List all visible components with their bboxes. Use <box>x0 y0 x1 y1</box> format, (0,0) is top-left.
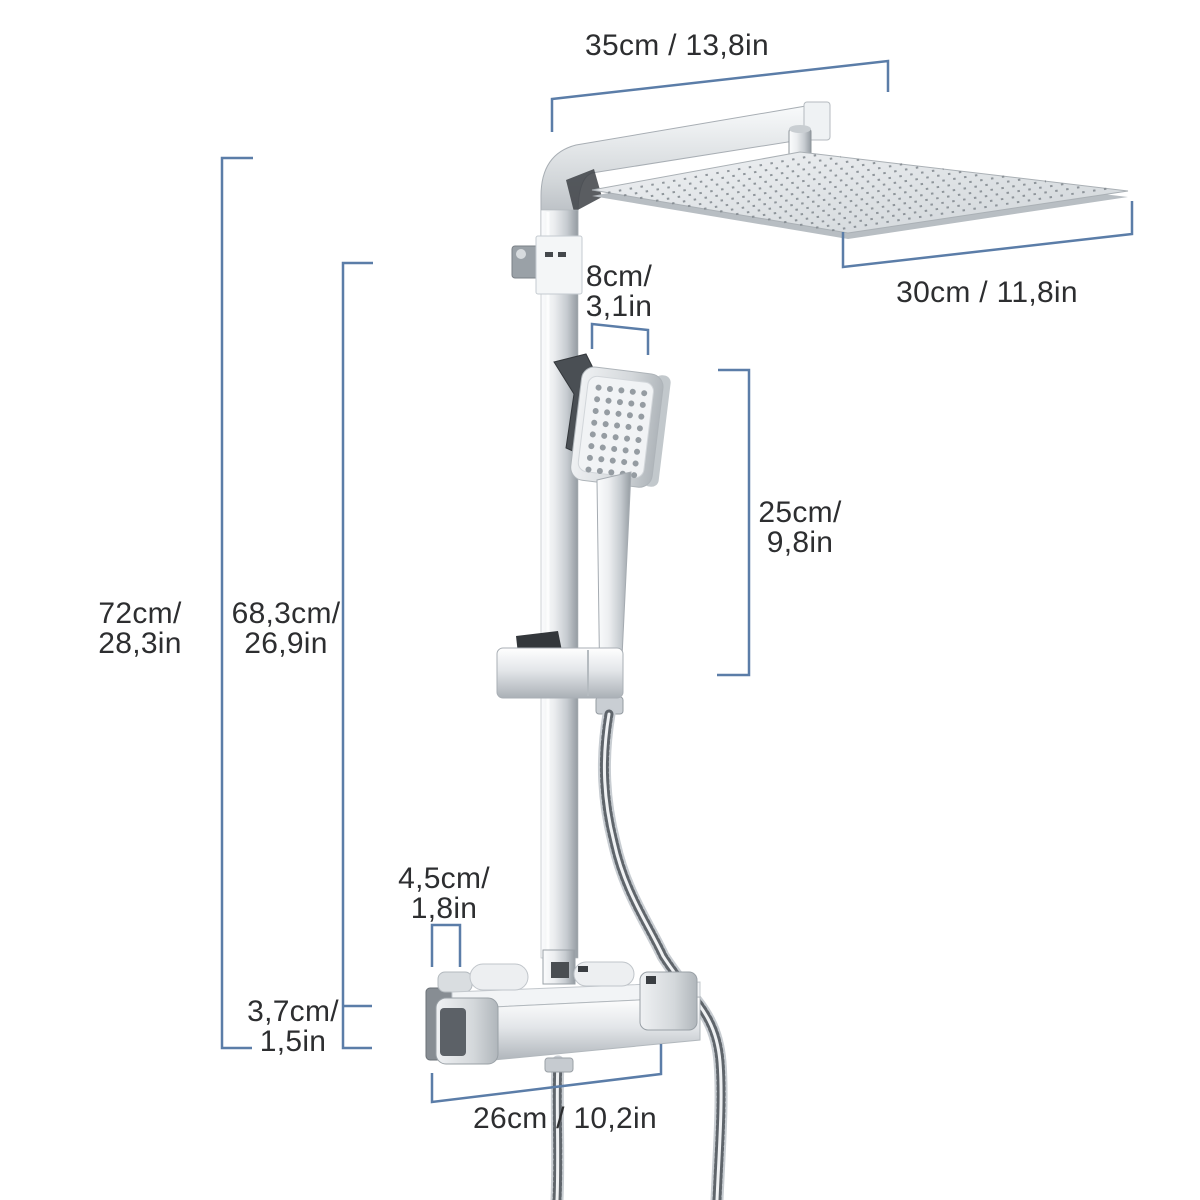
dimension-label-total-height: 72cm/ 28,3in <box>98 597 182 660</box>
flow-handle <box>639 971 698 1031</box>
dim-line-bracket-width <box>430 923 462 967</box>
dimension-label-rail-height: 68,3cm/ 26,9in <box>231 597 341 660</box>
dim-line-arm-length <box>550 59 890 132</box>
shower-arm <box>540 101 831 251</box>
dim-line-total-height <box>220 156 253 1050</box>
dimension-label-head-width: 30cm / 11,8in <box>896 276 1078 309</box>
dim-line-hand-shower-width <box>590 322 650 355</box>
riser-rail <box>540 209 579 959</box>
dim-line-rail-height <box>341 261 373 1050</box>
thermostatic-valve <box>425 949 701 1073</box>
hose-outlet <box>544 1057 574 1073</box>
nozzle-rows <box>607 153 1108 232</box>
slider-clamp <box>496 631 624 699</box>
dimension-label-arm-length: 35cm / 13,8in <box>584 29 769 62</box>
dimension-lines <box>220 59 1134 1104</box>
elbow-shadow <box>566 169 602 212</box>
dimension-label-valve-height: 3,7cm/ 1,5in <box>247 995 339 1058</box>
rain-shower-head <box>591 151 1129 239</box>
dim-line-valve-width <box>430 1044 663 1104</box>
dim-line-head-width <box>841 201 1134 269</box>
hand-shower <box>570 366 671 715</box>
dim-line-hand-shower-height <box>717 368 751 677</box>
wall-bracket-upper <box>511 235 583 295</box>
dimension-label-bracket-width: 4,5cm/ 1,8in <box>398 862 490 925</box>
dimension-label-valve-width: 26cm / 10,2in <box>472 1102 657 1135</box>
dimension-label-hand-shower-height: 25cm/ 9,8in <box>758 496 842 559</box>
dimension-label-hand-shower-width: 8cm/ 3,1in <box>585 260 653 323</box>
hand-shower-nozzles <box>585 384 648 479</box>
